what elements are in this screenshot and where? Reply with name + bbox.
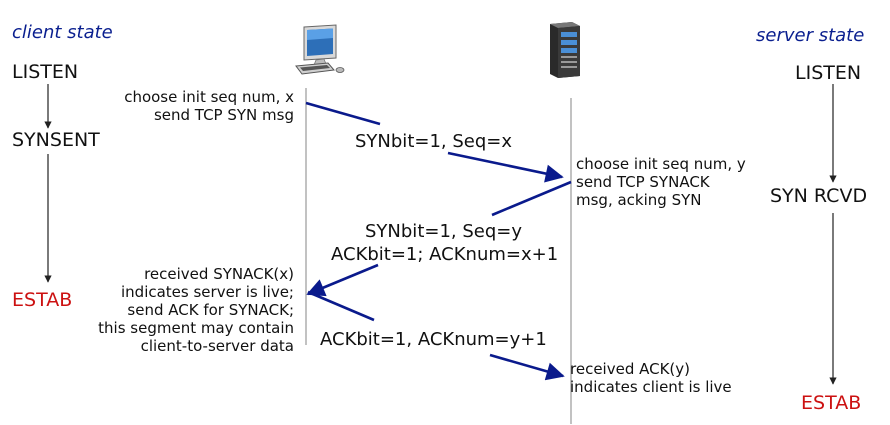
server-state-header: server state [756,25,865,46]
synack-message-label-line-2: ACKbit=1; ACKnum=x+1 [331,244,559,265]
server-init-note: choose init seq num, y send TCP SYNACK m… [576,155,746,209]
synack-arrow-segment-2 [306,263,379,297]
client-synack-note-line: send ACK for SYNACK; [127,301,294,319]
client-synack-note-line: received SYNACK(x) [144,265,294,283]
client-state-estab: ESTAB [12,289,73,311]
synack-arrow-segment-1 [491,180,572,217]
client-init-note-line: choose init seq num, x [124,88,294,106]
server-state-estab: ESTAB [801,392,862,414]
desktop-computer-icon [290,24,346,80]
server-init-note-line: msg, acking SYN [576,191,702,209]
client-state-synsent: SYNSENT [12,129,100,151]
client-synack-note-line: indicates server is live; [121,283,294,301]
server-init-note-line: choose init seq num, y [576,155,746,173]
server-tower-icon [546,20,584,80]
syn-arrow-segment-2 [447,151,564,183]
ack-arrow-segment-1 [307,290,375,322]
client-state-listen: LISTEN [12,61,79,83]
server-init-note-line: send TCP SYNACK [576,173,710,191]
client-synack-received-note: received SYNACK(x) indicates server is l… [98,265,294,355]
server-ack-note-line: indicates client is live [570,378,732,396]
client-init-note: choose init seq num, x send TCP SYN msg [124,88,294,124]
syn-arrow-segment-1 [305,101,381,126]
synack-message-label-line-1: SYNbit=1, Seq=y [365,221,523,242]
server-state-synrcvd: SYN RCVD [770,185,868,207]
client-state-header: client state [12,22,113,43]
client-init-note-line: send TCP SYN msg [153,106,294,124]
client-synack-note-line: this segment may contain [98,319,294,337]
server-state-listen: LISTEN [795,62,862,84]
ack-message-label: ACKbit=1, ACKnum=y+1 [320,329,547,350]
server-ack-note-line: received ACK(y) [570,360,690,378]
client-synack-note-line: client-to-server data [140,337,294,355]
syn-message-label: SYNbit=1, Seq=x [355,131,513,152]
server-ack-received-note: received ACK(y) indicates client is live [570,360,732,396]
ack-arrow-segment-2 [489,353,565,381]
